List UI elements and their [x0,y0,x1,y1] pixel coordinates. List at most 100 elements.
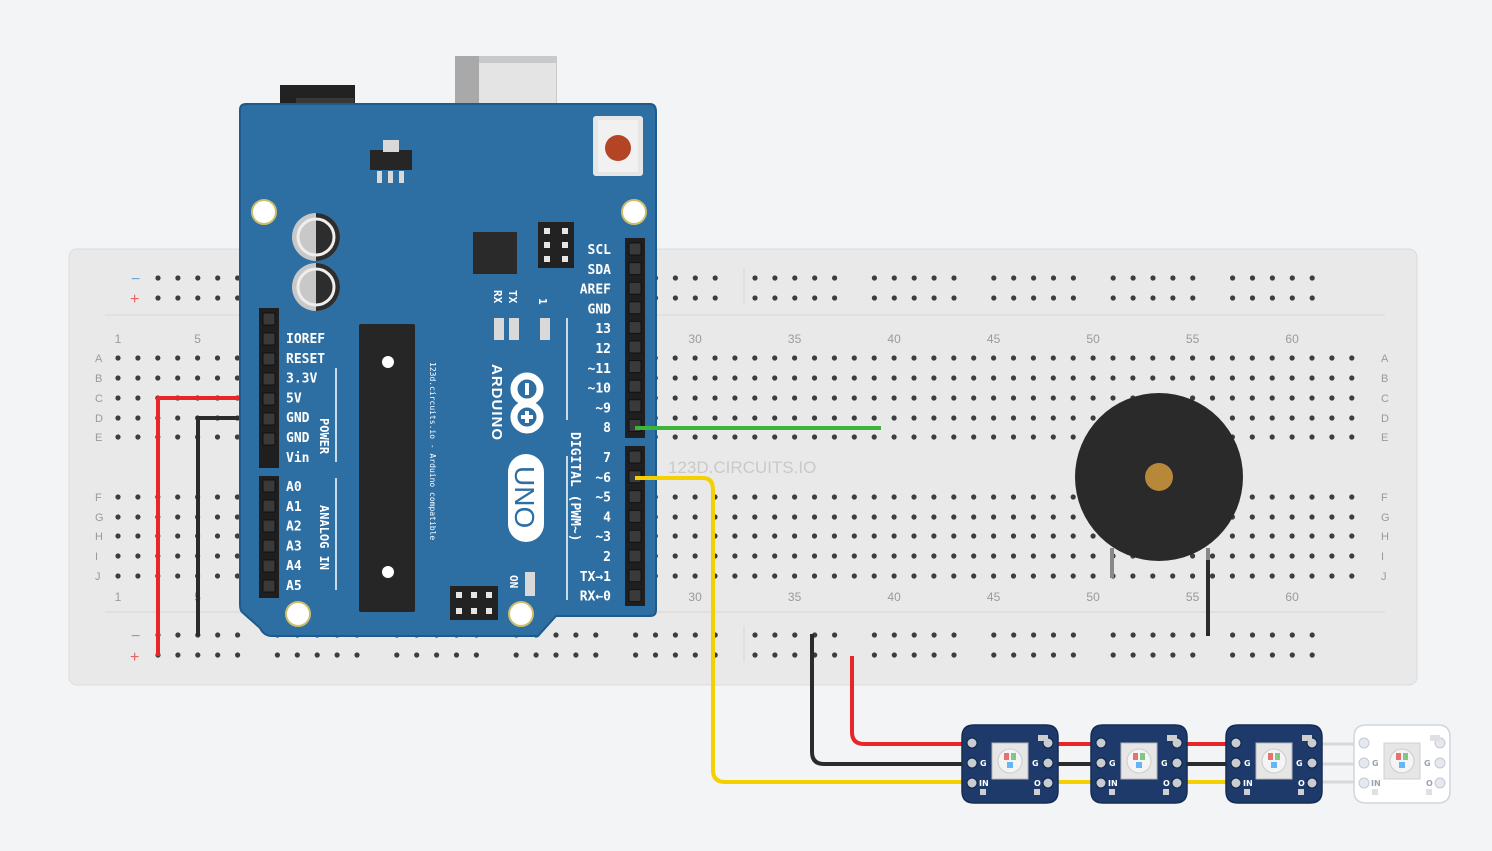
row-letter: H [1381,531,1389,543]
column-number: 60 [1285,590,1299,604]
pin-label: GND [286,431,310,446]
column-number: 55 [1186,332,1200,346]
row-letter: I [1381,551,1384,563]
pin-label: GND [286,411,310,426]
rail-minus-top: − [131,271,140,288]
watermark: 123D.CIRCUITS.IO [668,458,816,477]
row-letter: H [95,531,103,543]
row-letter: E [1381,432,1388,444]
pin-label: 7 [603,451,611,466]
wire-black-neopixel[interactable] [810,634,975,766]
column-number: 30 [688,332,702,346]
pin-label: 3.3V [286,372,317,387]
pin-label: A1 [286,500,302,515]
pin-label: RX←0 [580,590,611,605]
wire-yellow-pin6[interactable] [635,476,975,784]
neopixel-pin-label: IN [1243,779,1253,788]
neopixel-pin-label: G [1244,759,1251,768]
column-number: 35 [788,590,802,604]
pin-label: 5V [286,391,302,406]
arduino-logo-icon [510,372,544,434]
pin-label: 13 [595,322,611,337]
arduino-model: UNO [509,466,540,528]
neopixel-pin-label: IN [1371,779,1381,788]
neopixel-pin-label: G [980,759,987,768]
column-number: 40 [887,332,901,346]
pin-label: AREF [580,283,611,298]
neopixel-pin-label: G [1109,759,1116,768]
power-label: POWER [317,418,331,455]
arduino-uno[interactable]: TX RX 1 ARDUINO UNO 123d.circuits.io - A… [239,56,657,637]
digital-label: DIGITAL (PWM~) [567,432,582,542]
row-letter: G [1381,512,1390,524]
neopixel-pin-label: O [1298,779,1305,788]
header-digital-low [625,446,645,606]
on-label: ON [507,575,520,588]
pin-label: Vin [286,451,309,466]
row-letter: D [95,413,103,425]
reset-button[interactable] [593,116,643,176]
row-letter: A [95,353,103,365]
neopixel-pin-label: IN [1108,779,1118,788]
neopixel-icon[interactable]: G IN G O [1225,724,1323,804]
neopixel-icon[interactable]: G IN G O [961,724,1059,804]
neopixel-pin-label: G [1032,759,1039,768]
pin-label: A5 [286,579,302,594]
row-letter: I [95,551,98,563]
column-number: 30 [688,590,702,604]
pin-label: A0 [286,480,302,495]
column-number: 5 [194,332,201,346]
row-letter: A [1381,353,1389,365]
row-letter: J [95,571,101,583]
pin-label: ~6 [595,471,611,486]
pin-label: GND [588,302,612,317]
pin-label: ~3 [595,530,611,545]
piezo-buzzer-icon[interactable] [1075,393,1243,636]
pin-label: A3 [286,539,302,554]
neopixel-pin-label: IN [979,779,989,788]
rail-plus-bottom: + [130,649,139,666]
analog-label: ANALOG IN [317,505,331,570]
neopixel-icon[interactable]: G IN G O [1090,724,1188,804]
column-number: 60 [1285,332,1299,346]
header-power [259,308,279,468]
column-number: 40 [887,590,901,604]
neopixel-pin-label: G [1161,759,1168,768]
pin-label: TX→1 [580,570,611,585]
row-letter: C [95,393,103,405]
neopixel-pin-label: G [1296,759,1303,768]
atmega-chip [359,324,415,612]
neopixel-pin-label: G [1372,759,1379,768]
pin-label: A4 [286,559,302,574]
pin-label: ~10 [588,382,612,397]
pin-label: SDA [588,263,612,278]
column-number: 45 [987,590,1001,604]
row-letter: D [1381,413,1389,425]
pin-label: 4 [603,510,611,525]
pin-label: ~9 [595,401,611,416]
pin-label: A2 [286,520,302,535]
pin-label: 8 [603,421,611,436]
row-letter: G [95,512,104,524]
neopixel-pin-label: O [1034,779,1041,788]
column-number: 1 [115,590,122,604]
pin-label: IOREF [286,332,325,347]
led-label-rx: RX [491,290,504,304]
wire-red-neopixel[interactable] [850,656,975,746]
column-number: 55 [1186,590,1200,604]
pin-label: ~11 [588,362,612,377]
pin-label: 2 [603,550,611,565]
capacitor [292,213,340,261]
arduino-brand: ARDUINO [488,364,505,441]
column-number: 1 [115,332,122,346]
row-letter: C [1381,393,1389,405]
neopixel-pin-label: O [1163,779,1170,788]
column-number: 35 [788,332,802,346]
wire-red-5v[interactable] [156,396,270,656]
uno-badge: UNO [508,454,544,542]
pin-label: 12 [595,342,611,357]
column-number: 50 [1086,590,1100,604]
led-label-tx: TX [506,290,519,304]
